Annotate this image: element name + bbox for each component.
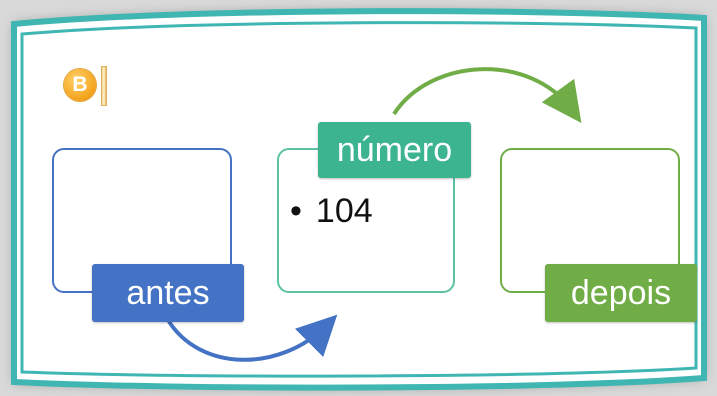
numero-bullet-item: • 104 bbox=[290, 192, 373, 231]
label-depois: depois bbox=[545, 264, 697, 322]
label-antes: antes bbox=[92, 264, 244, 322]
banner-outer-border bbox=[11, 8, 707, 391]
badge-bar bbox=[101, 66, 107, 106]
bullet-dot: • bbox=[290, 192, 302, 230]
banner-inner-border bbox=[20, 21, 698, 378]
arrow-numero-to-depois bbox=[392, 67, 582, 123]
arrow-antes-to-numero bbox=[166, 314, 338, 362]
bullet-text: 104 bbox=[315, 192, 373, 230]
letter-b-badge-icon: B bbox=[64, 69, 96, 101]
label-numero: número bbox=[318, 122, 471, 178]
